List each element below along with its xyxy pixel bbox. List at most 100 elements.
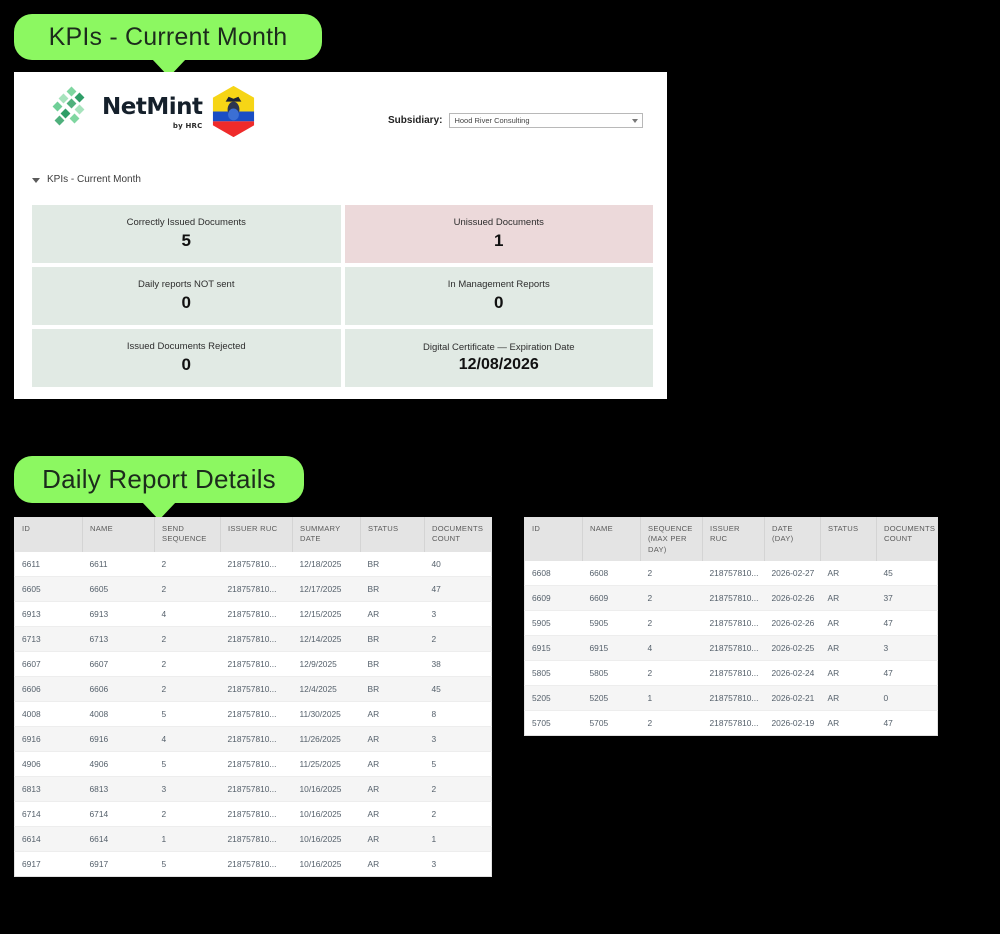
- kpi-card[interactable]: Issued Documents Rejected 0: [32, 329, 341, 387]
- table-cell: 10/16/2025: [292, 776, 361, 802]
- column-header-line: ISSUER RUC: [710, 524, 740, 544]
- table-cell: 2: [640, 710, 703, 736]
- chevron-down-icon[interactable]: [32, 178, 40, 183]
- column-header-line: SEQUENCE: [162, 534, 207, 544]
- callout-daily-label: Daily Report Details: [42, 464, 276, 494]
- subsidiary-select[interactable]: Hood River Consulting: [449, 113, 644, 128]
- kpi-section-toggle[interactable]: KPIs - Current Month: [32, 174, 141, 185]
- table-cell: 2: [154, 551, 221, 577]
- table-cell: 11/26/2025: [292, 726, 361, 752]
- table-cell: 3: [154, 776, 221, 802]
- kpi-value: 5: [181, 231, 191, 250]
- table-cell: 3: [424, 851, 492, 877]
- column-header-line: ID: [532, 524, 541, 533]
- table-cell: AR: [820, 585, 877, 612]
- column-header[interactable]: NAME: [82, 517, 155, 552]
- dashboard-panel: NetMint by HRC: [14, 72, 667, 399]
- column-header-line: COUNT: [432, 534, 461, 544]
- colombia-flag-hex-badge-icon: [202, 78, 265, 145]
- table-cell: 218757810...: [220, 701, 293, 727]
- table-cell: 2026-02-27: [764, 560, 821, 587]
- table-cell: 2026-02-26: [764, 610, 821, 637]
- column-header-line: NAME: [90, 524, 113, 533]
- table-cell: 2026-02-25: [764, 635, 821, 662]
- table-cell: 3: [876, 635, 938, 662]
- subsidiary-filter: Subsidiary: Hood River Consulting: [388, 113, 644, 128]
- table-cell: 218757810...: [220, 551, 293, 577]
- callout-kpis-label: KPIs - Current Month: [48, 22, 288, 51]
- chevron-down-icon[interactable]: [632, 118, 639, 123]
- column-header-line: ID: [22, 524, 31, 533]
- table-cell: 6608: [524, 560, 583, 587]
- table-cell: 2: [154, 651, 221, 677]
- table-cell: 4: [154, 726, 221, 752]
- column-header[interactable]: NAME: [582, 517, 641, 561]
- column-header[interactable]: STATUS: [360, 517, 425, 552]
- column-header[interactable]: DATE (DAY): [764, 517, 821, 561]
- column-header[interactable]: ISSUER RUC: [220, 517, 293, 552]
- table-cell: 2: [424, 626, 492, 652]
- table-cell: 6915: [524, 635, 583, 662]
- table-cell: BR: [360, 676, 425, 702]
- table-cell: AR: [820, 635, 877, 662]
- table-cell: AR: [820, 685, 877, 712]
- table-cell: 218757810...: [220, 776, 293, 802]
- column-header[interactable]: ID: [524, 517, 583, 561]
- table-cell: 6713: [14, 626, 83, 652]
- callout-kpis-current-month: KPIs - Current Month: [14, 14, 322, 77]
- column-header[interactable]: SEQUENCE(MAX PER DAY): [640, 517, 703, 561]
- table-cell: 6813: [14, 776, 83, 802]
- table-cell: 2: [640, 660, 703, 687]
- panel-header: NetMint by HRC: [14, 72, 667, 185]
- column-header[interactable]: ID: [14, 517, 83, 552]
- column-header[interactable]: STATUS: [820, 517, 877, 561]
- kpi-value: 0: [181, 355, 191, 374]
- table-cell: 218757810...: [702, 660, 765, 687]
- flag-badge-svg: [207, 80, 260, 143]
- table-cell: AR: [820, 660, 877, 687]
- table-cell: 10/16/2025: [292, 851, 361, 877]
- kpi-title: Issued Documents Rejected: [126, 341, 246, 352]
- table-cell: 2026-02-21: [764, 685, 821, 712]
- column-header[interactable]: ISSUER RUC: [702, 517, 765, 561]
- table-cell: 218757810...: [220, 676, 293, 702]
- table-cell: 5: [154, 701, 221, 727]
- table-cell: 47: [876, 610, 938, 637]
- table-cell: 218757810...: [702, 585, 765, 612]
- table-cell: AR: [360, 601, 425, 627]
- netmint-wordmark: NetMint by HRC: [102, 95, 203, 129]
